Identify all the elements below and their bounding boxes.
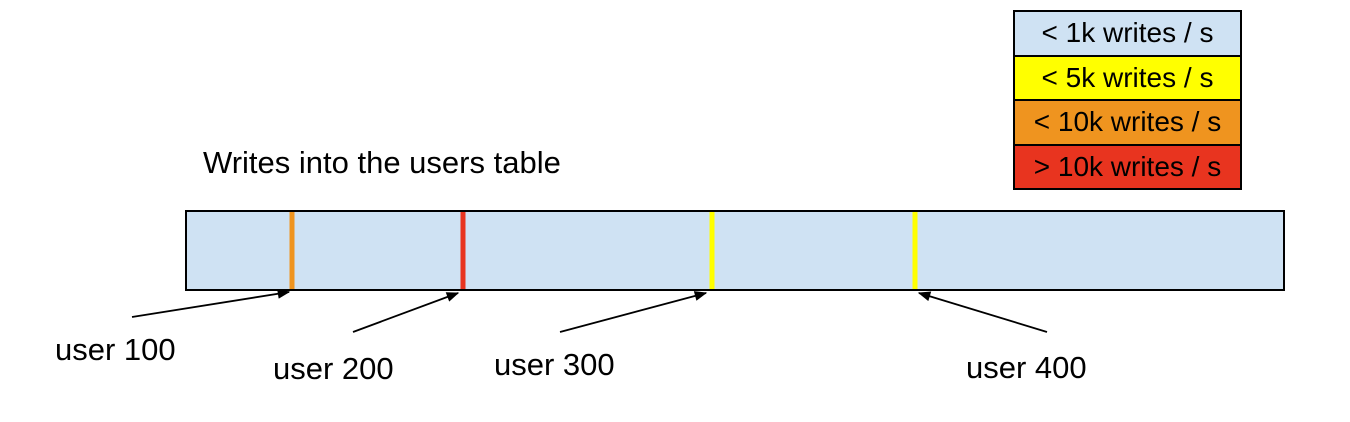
arrow-user-300 bbox=[559, 291, 708, 333]
hotspot-marker-user-100 bbox=[289, 212, 295, 289]
legend-item-label: < 10k writes / s bbox=[1033, 106, 1222, 138]
legend-item-gt-10k: > 10k writes / s bbox=[1013, 143, 1242, 190]
users-table-keyspace-bar bbox=[185, 210, 1285, 291]
legend-item-lt-10k: < 10k writes / s bbox=[1013, 99, 1242, 146]
user-100-label: user 100 bbox=[55, 332, 176, 367]
legend-item-label: > 10k writes / s bbox=[1033, 150, 1222, 182]
write-rate-legend: < 1k writes / s < 5k writes / s < 10k wr… bbox=[1013, 10, 1242, 190]
legend-item-lt-5k: < 5k writes / s bbox=[1013, 54, 1242, 101]
hotspot-marker-user-300 bbox=[709, 212, 715, 289]
arrow-user-200 bbox=[352, 292, 460, 333]
hotspot-marker-user-200 bbox=[460, 212, 466, 289]
legend-item-label: < 1k writes / s bbox=[1041, 17, 1214, 49]
user-400-label: user 400 bbox=[966, 350, 1087, 385]
user-300-label: user 300 bbox=[494, 347, 615, 382]
hotspot-marker-user-400 bbox=[912, 212, 918, 289]
diagram-title: Writes into the users table bbox=[203, 145, 561, 180]
arrow-user-100 bbox=[131, 288, 291, 318]
legend-item-label: < 5k writes / s bbox=[1041, 61, 1214, 93]
arrow-user-400 bbox=[917, 291, 1048, 333]
legend-item-lt-1k: < 1k writes / s bbox=[1013, 10, 1242, 57]
user-200-label: user 200 bbox=[273, 351, 394, 386]
